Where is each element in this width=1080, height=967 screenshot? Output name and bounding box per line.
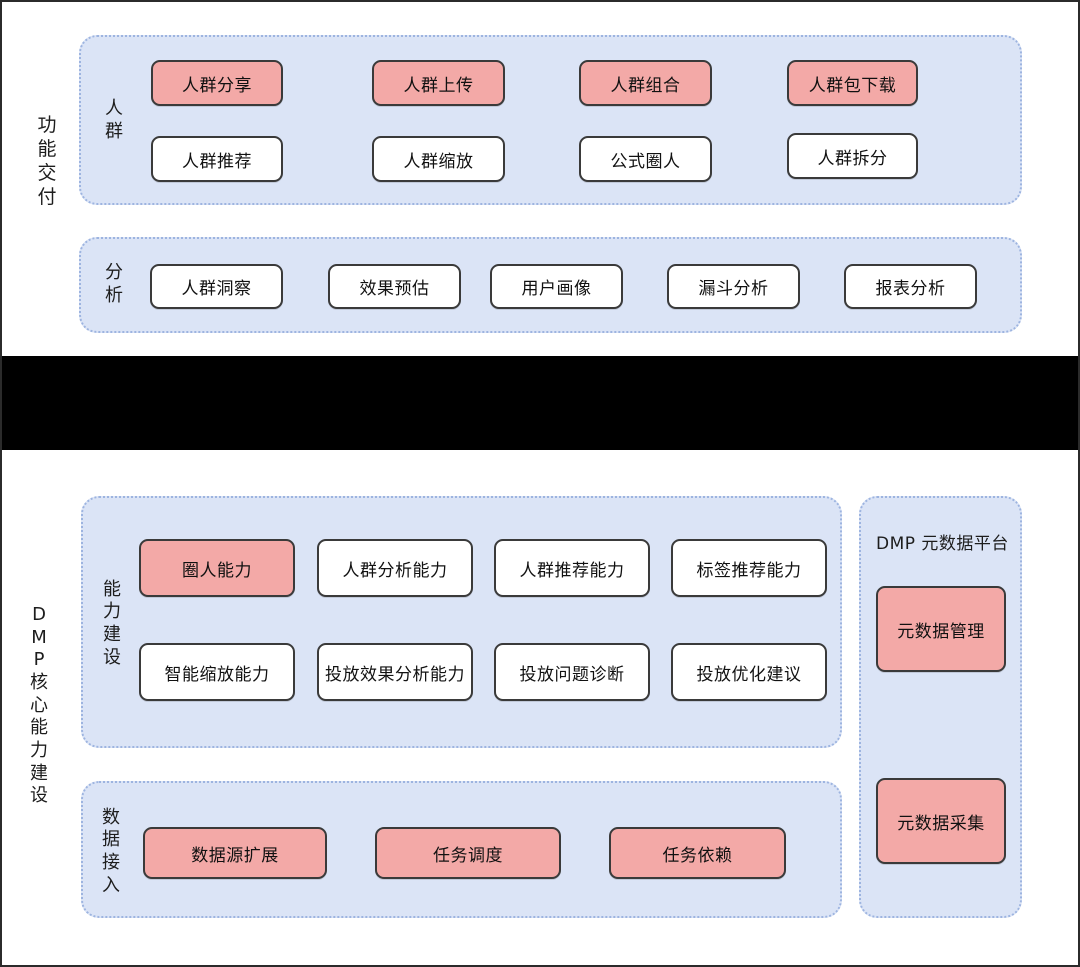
section-separator-band [2, 356, 1078, 450]
group-label-char: 接 [102, 852, 120, 873]
node-delivery-effect-analysis-capability[interactable]: 投放效果分析能力 [317, 643, 473, 701]
node-crowd-insight[interactable]: 人群洞察 [150, 264, 283, 309]
section-label-char: 能 [30, 717, 48, 739]
section-label-char: 设 [30, 785, 48, 807]
node-funnel-analysis[interactable]: 漏斗分析 [667, 264, 800, 309]
group-label-char: 建 [103, 624, 121, 645]
node-tag-recommend-capability[interactable]: 标签推荐能力 [671, 539, 827, 597]
section-label-char: 功 [37, 114, 57, 137]
group-label-char: 人 [105, 98, 123, 120]
group-label-char: 据 [102, 829, 120, 851]
section-label-char: 核 [30, 671, 48, 693]
group-label-char: 设 [103, 646, 121, 668]
node-effect-forecast[interactable]: 效果预估 [328, 264, 461, 309]
group-label-analysis: 分 析 [98, 256, 130, 314]
section-label-char: 交 [37, 162, 57, 184]
group-label-char: 数 [102, 806, 120, 828]
node-data-source-extension[interactable]: 数据源扩展 [143, 827, 327, 879]
node-smart-scaling-capability[interactable]: 智能缩放能力 [139, 643, 295, 701]
group-label-char: 力 [103, 601, 121, 623]
group-label-char: 群 [105, 121, 123, 142]
node-crowd-split[interactable]: 人群拆分 [787, 133, 918, 179]
group-label-char: 入 [102, 874, 120, 896]
node-task-dependency[interactable]: 任务依赖 [609, 827, 786, 879]
section-label-char: 力 [30, 740, 48, 761]
section-label-dmp-core: D M P 核 心 能 力 建 设 [14, 586, 64, 826]
node-user-profile[interactable]: 用户画像 [490, 264, 623, 309]
node-crowd-recommend-capability[interactable]: 人群推荐能力 [494, 539, 650, 597]
section-label-char: P [33, 649, 45, 671]
group-panel-capability-build [81, 496, 842, 748]
group-label-crowd: 人 群 [98, 92, 130, 150]
node-formula-targeting[interactable]: 公式圈人 [579, 136, 712, 182]
node-crowd-combine[interactable]: 人群组合 [579, 60, 712, 106]
section-label-char: M [31, 626, 47, 648]
node-crowd-upload[interactable]: 人群上传 [372, 60, 505, 106]
node-metadata-collection[interactable]: 元数据采集 [876, 778, 1006, 864]
group-label-data-ingest: 数 据 接 入 [95, 807, 127, 897]
group-label-capability-build: 能 力 建 设 [96, 579, 128, 669]
metadata-platform-title: DMP 元数据平台 [876, 534, 1009, 554]
node-crowd-share[interactable]: 人群分享 [151, 60, 283, 106]
section-label-char: 付 [37, 185, 57, 208]
node-crowd-scale[interactable]: 人群缩放 [372, 136, 505, 182]
section-label-char: 能 [37, 138, 57, 161]
node-crowd-recommend[interactable]: 人群推荐 [151, 136, 283, 182]
node-targeting-capability[interactable]: 圈人能力 [139, 539, 295, 597]
node-task-scheduling[interactable]: 任务调度 [375, 827, 561, 879]
group-label-char: 分 [105, 262, 123, 284]
node-crowd-package-download[interactable]: 人群包下载 [787, 60, 918, 106]
section-label-char: 心 [30, 694, 48, 716]
section-label-char: D [32, 603, 46, 625]
node-metadata-management[interactable]: 元数据管理 [876, 586, 1006, 672]
node-delivery-optimization-advice[interactable]: 投放优化建议 [671, 643, 827, 701]
node-crowd-analysis-capability[interactable]: 人群分析能力 [317, 539, 473, 597]
section-label-function-delivery: 功 能 交 付 [24, 97, 70, 227]
node-report-analysis[interactable]: 报表分析 [844, 264, 977, 309]
group-label-char: 能 [103, 578, 121, 600]
node-delivery-issue-diagnosis[interactable]: 投放问题诊断 [494, 643, 650, 701]
group-label-char: 析 [105, 285, 123, 306]
section-label-char: 建 [30, 762, 48, 784]
